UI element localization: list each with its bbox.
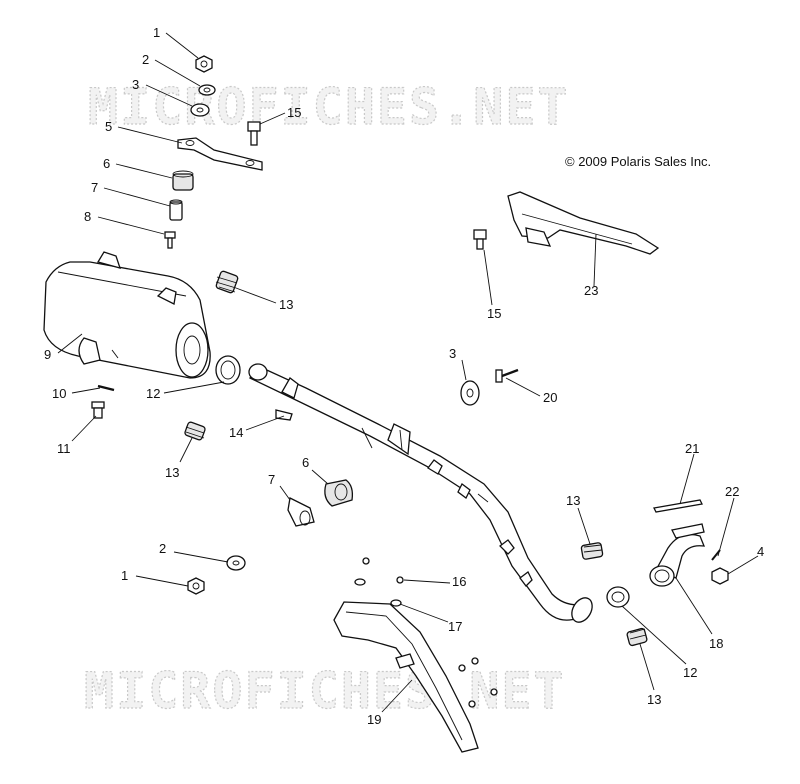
rubber-grommet-top xyxy=(172,170,194,191)
callout-3-mid: 3 xyxy=(449,346,456,361)
callout-1-lower: 1 xyxy=(121,568,128,583)
heat-shield-lower xyxy=(333,601,479,753)
heat-shield-upper xyxy=(507,191,660,255)
exhaust-elbow xyxy=(649,523,706,587)
callout-22: 22 xyxy=(725,484,739,499)
callout-20: 20 xyxy=(543,390,557,405)
exhaust-gasket-right xyxy=(606,586,630,608)
roll-pin xyxy=(97,384,115,392)
mounting-bracket xyxy=(177,137,263,171)
callout-21: 21 xyxy=(685,441,699,456)
nut-lower xyxy=(187,577,205,595)
copyright-text: © 2009 Polaris Sales Inc. xyxy=(565,154,711,169)
exhaust-spring-lower-right xyxy=(626,627,648,647)
spark-arrestor-bolt xyxy=(91,401,105,419)
flange-bolt xyxy=(164,231,176,249)
callout-12-left: 12 xyxy=(146,386,160,401)
callout-13-lower-right: 13 xyxy=(647,692,661,707)
callout-11: 11 xyxy=(57,441,71,456)
callout-17: 17 xyxy=(448,619,462,634)
callout-19: 19 xyxy=(367,712,381,727)
small-hardware xyxy=(354,557,498,708)
nut-right xyxy=(711,567,729,585)
sleeve-top xyxy=(169,199,183,221)
watermark-top: MICROFICHES.NET xyxy=(88,78,570,136)
callout-9: 9 xyxy=(44,347,51,362)
callout-14: 14 xyxy=(229,425,243,440)
washer-small-top xyxy=(190,103,210,117)
exhaust-spring-mid-right xyxy=(580,542,604,560)
callout-13-lower-left: 13 xyxy=(165,465,179,480)
callout-13-mid-right: 13 xyxy=(566,493,580,508)
exhaust-head-pipe xyxy=(248,363,593,623)
leader-lines xyxy=(57,32,759,713)
watermark-bottom: MICROFICHES.NET xyxy=(84,662,566,720)
exhaust-gasket-left xyxy=(215,355,241,385)
callout-18: 18 xyxy=(709,636,723,651)
flange-gasket xyxy=(653,499,703,513)
sleeve-mid xyxy=(287,497,315,527)
callout-2-lower: 2 xyxy=(159,541,166,556)
stud-bolt xyxy=(495,368,519,383)
callout-3-top: 3 xyxy=(132,77,139,92)
callout-7-top: 7 xyxy=(91,180,98,195)
rubber-grommet-mid xyxy=(324,479,354,507)
callout-16: 16 xyxy=(452,574,466,589)
washer-top xyxy=(198,84,216,96)
bolt-mid xyxy=(473,229,487,250)
callout-23: 23 xyxy=(584,283,598,298)
callout-numbers: 1 2 3 15 5 6 7 8 13 9 10 11 12 13 14 15 … xyxy=(44,25,764,727)
callout-12-right: 12 xyxy=(683,665,697,680)
exhaust-spring-upper xyxy=(215,270,239,294)
exhaust-spring-lower-left xyxy=(184,421,206,441)
washer-lower xyxy=(226,555,246,571)
callout-13-upper: 13 xyxy=(279,297,293,312)
callout-6-mid: 6 xyxy=(302,455,309,470)
lock-pin xyxy=(711,549,721,561)
callout-10: 10 xyxy=(52,386,66,401)
callout-5: 5 xyxy=(105,119,112,134)
callout-15-mid: 15 xyxy=(487,306,501,321)
bolt-top xyxy=(247,121,261,146)
callout-15-top: 15 xyxy=(287,105,301,120)
callout-7-mid: 7 xyxy=(268,472,275,487)
callout-8: 8 xyxy=(84,209,91,224)
nut-top xyxy=(195,55,213,73)
callout-1-top: 1 xyxy=(153,25,160,40)
washer-mid xyxy=(460,380,480,406)
muffler xyxy=(43,251,211,379)
callout-2-top: 2 xyxy=(142,52,149,67)
callout-6-top: 6 xyxy=(103,156,110,171)
callout-4: 4 xyxy=(757,544,764,559)
